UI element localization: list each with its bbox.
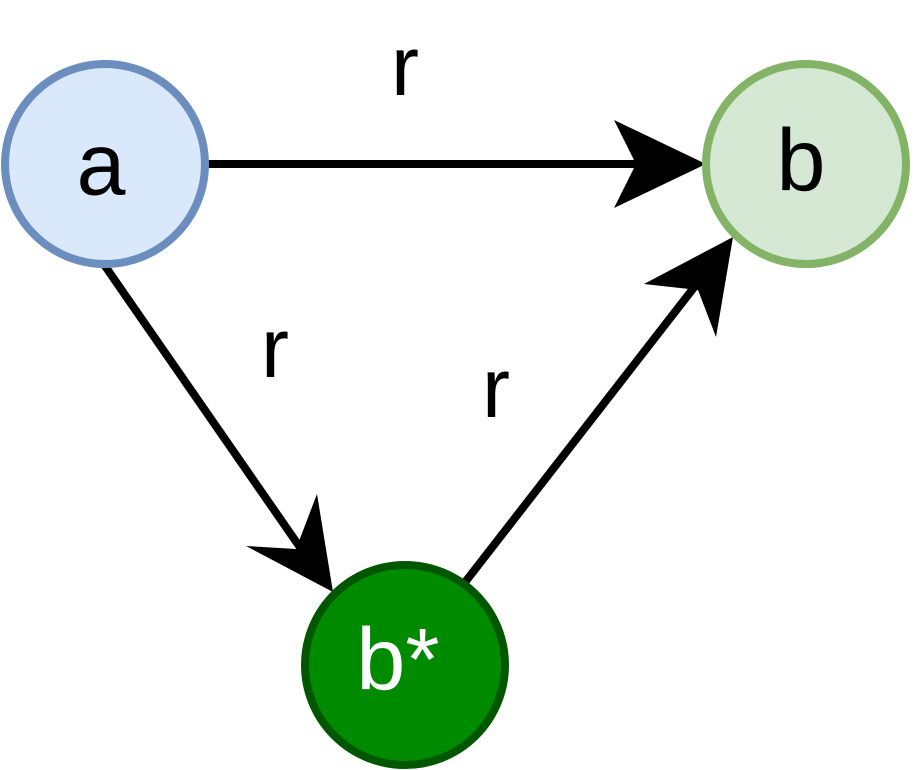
node-a: a: [1, 60, 209, 268]
node-b-star-label: b*: [356, 610, 439, 709]
edge-a-to-b-star-arrowhead: [246, 494, 333, 592]
edge-label-a-to-b: r: [391, 19, 419, 113]
edge-b-star-to-b-line: [462, 268, 710, 585]
edge-label-a-to-b-star: r: [261, 301, 289, 395]
edge-b-star-to-b-arrowhead: [644, 237, 733, 337]
edge-label-b-star-to-b: r: [482, 341, 510, 435]
node-b-star: b*: [301, 561, 509, 769]
node-b-label: b: [777, 111, 826, 210]
edge-b-star-to-b: [462, 237, 733, 585]
node-b-circle: [702, 60, 910, 268]
edge-a-to-b: [201, 120, 706, 208]
node-a-label: a: [77, 115, 126, 214]
node-b: b: [702, 60, 910, 268]
edge-a-to-b-star-line: [101, 262, 310, 560]
edge-a-to-b-star: [101, 262, 333, 592]
node-b-star-circle: [301, 561, 509, 769]
node-a-circle: [1, 60, 209, 268]
edge-a-to-b-arrowhead: [614, 120, 706, 208]
